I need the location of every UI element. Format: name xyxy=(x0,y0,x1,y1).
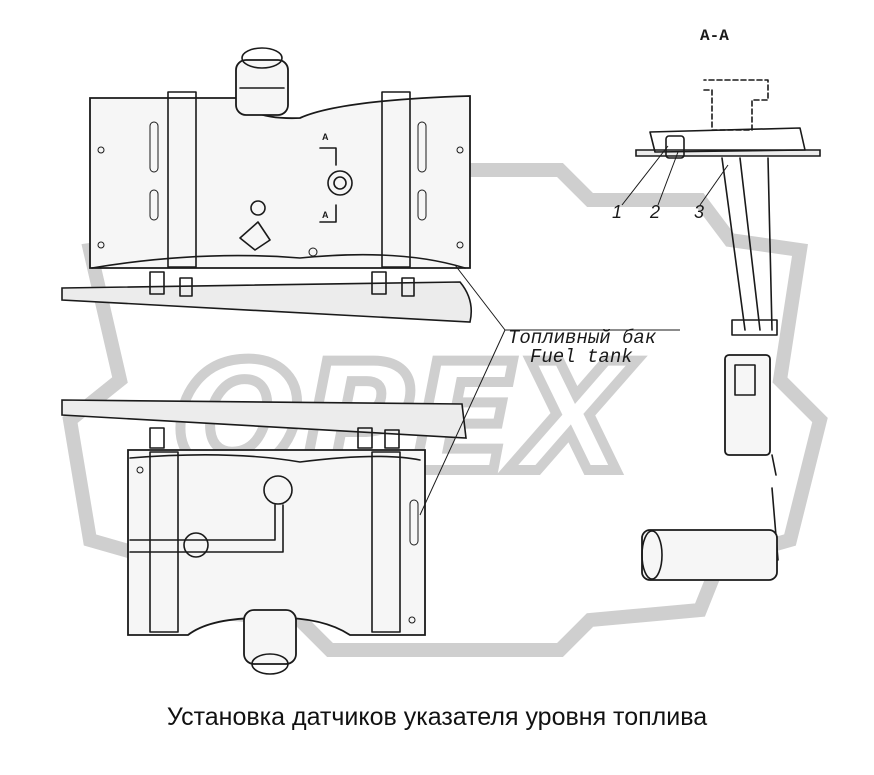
upper-frame-rail xyxy=(61,271,473,323)
upper-filler-cap xyxy=(235,47,289,116)
callout-leaders xyxy=(621,145,729,206)
section-cut-markers: A A xyxy=(319,132,337,223)
lower-filler-cap xyxy=(243,609,297,675)
lower-frame-rail xyxy=(61,399,467,449)
callout-2: 2 xyxy=(649,202,660,222)
lower-fuel-tank xyxy=(127,449,426,636)
upper-fuel-tank xyxy=(89,91,471,269)
callout-1: 1 xyxy=(612,202,622,222)
fuel-tank-label-ru: Топливный бак xyxy=(508,327,657,349)
figure-caption: Установка датчиков указателя уровня топл… xyxy=(166,703,708,731)
svg-text:A: A xyxy=(322,210,329,220)
section-detail xyxy=(635,79,821,581)
upper-level-sensor xyxy=(239,170,353,257)
callout-3: 3 xyxy=(694,202,704,222)
lower-level-sensor xyxy=(129,475,293,558)
fuel-tank-leaders xyxy=(419,264,680,516)
section-label: A-A xyxy=(700,27,729,45)
fuel-tank-label-en: Fuel tank xyxy=(530,346,633,368)
svg-text:A: A xyxy=(322,132,329,142)
